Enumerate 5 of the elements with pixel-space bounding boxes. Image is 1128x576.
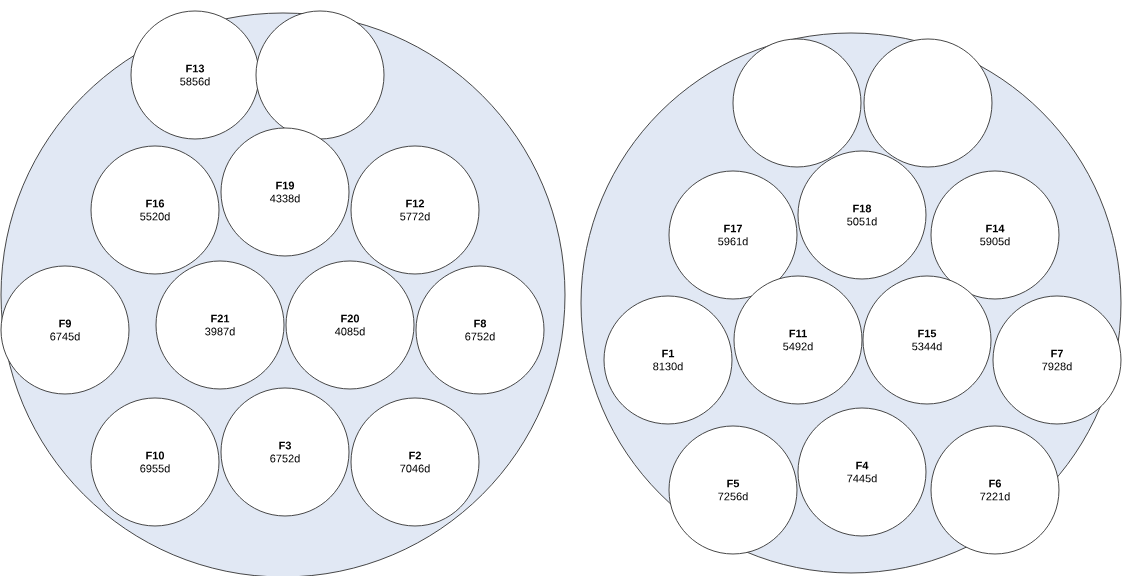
fiber-circle [255, 10, 385, 140]
node-label: F7 [1051, 349, 1063, 358]
fiber-circle [863, 38, 993, 168]
node-label: 7928d [1042, 362, 1072, 371]
fiber-circle [732, 38, 862, 168]
